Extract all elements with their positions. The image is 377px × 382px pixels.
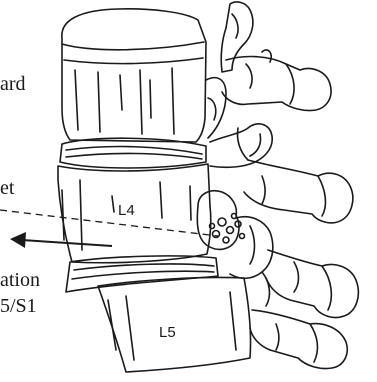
upper-intervertebral-disc (60, 138, 206, 168)
middle-transverse-process (244, 160, 353, 223)
facet-joint (197, 191, 244, 250)
lower-transverse-process (266, 250, 358, 318)
label-ation: ation (0, 270, 40, 290)
label-l5: L5 (159, 325, 176, 340)
label-et: et (0, 178, 14, 198)
upper-posterior-elements (206, 2, 253, 138)
lower-posterior-elements (230, 217, 273, 306)
label-l4: L4 (118, 203, 135, 218)
label-l5-s1: 5/S1 (0, 296, 37, 316)
left-arrow (10, 232, 112, 248)
dashed-pointer-line (0, 210, 218, 236)
middle-posterior-elements (210, 124, 272, 167)
upper-transverse-process (222, 50, 331, 111)
label-ard: ard (0, 74, 26, 94)
upper-vertebral-body (62, 9, 206, 142)
lower-spinous-process (250, 310, 347, 369)
